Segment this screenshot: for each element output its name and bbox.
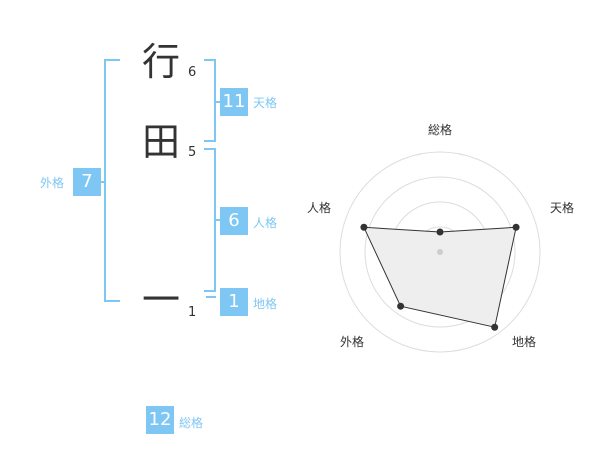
radar-ring-4 [339,151,541,353]
gaikaku-label: 外格 [40,176,65,190]
jinkaku-label: 人格 [253,216,278,230]
radar-axis-label-jinkaku: 人格 [307,200,331,215]
radar-point-2 [491,323,499,331]
radar-axis-label-tenkaku: 天格 [550,200,574,215]
radar-point-4 [360,223,368,231]
gaikaku-connector [100,181,106,183]
chikaku-badge: 1 [220,288,248,316]
radar-axis-label-gaikaku: 外格 [340,334,364,349]
tenkaku-label: 天格 [253,96,278,110]
radar-ring-3 [364,176,516,328]
stroke-count-3: 1 [188,305,197,320]
tenkaku-connector [215,101,220,103]
jinkaku-badge: 6 [220,207,248,235]
radar-center-dot [437,249,443,255]
jinkaku-connector [215,219,220,221]
radar-points [360,223,520,331]
gaikaku-badge: 7 [73,168,101,196]
stroke-count-2: 5 [188,145,197,160]
name-char-3: 一 [141,278,180,322]
tenkaku-bracket [204,59,216,142]
chikaku-bracket [206,296,216,298]
radar-axis-label-chikaku: 地格 [512,334,536,349]
soukaku-label: 総格 [179,416,204,430]
radar-point-0 [436,228,444,236]
name-char-2: 田 [141,120,180,164]
stroke-count-1: 6 [188,65,197,80]
name-char-1: 行 [141,40,180,84]
radar-point-3 [397,302,405,310]
radar-area [363,226,517,328]
soukaku-badge: 12 [146,406,174,434]
chikaku-label: 地格 [253,297,278,311]
radar-chart: 総格 天格 地格 外格 人格 [307,122,574,353]
radar-axis-label-soukaku: 総格 [428,122,452,137]
radar-point-1 [512,223,520,231]
gaikaku-bracket [104,59,120,302]
tenkaku-badge: 11 [220,88,248,116]
